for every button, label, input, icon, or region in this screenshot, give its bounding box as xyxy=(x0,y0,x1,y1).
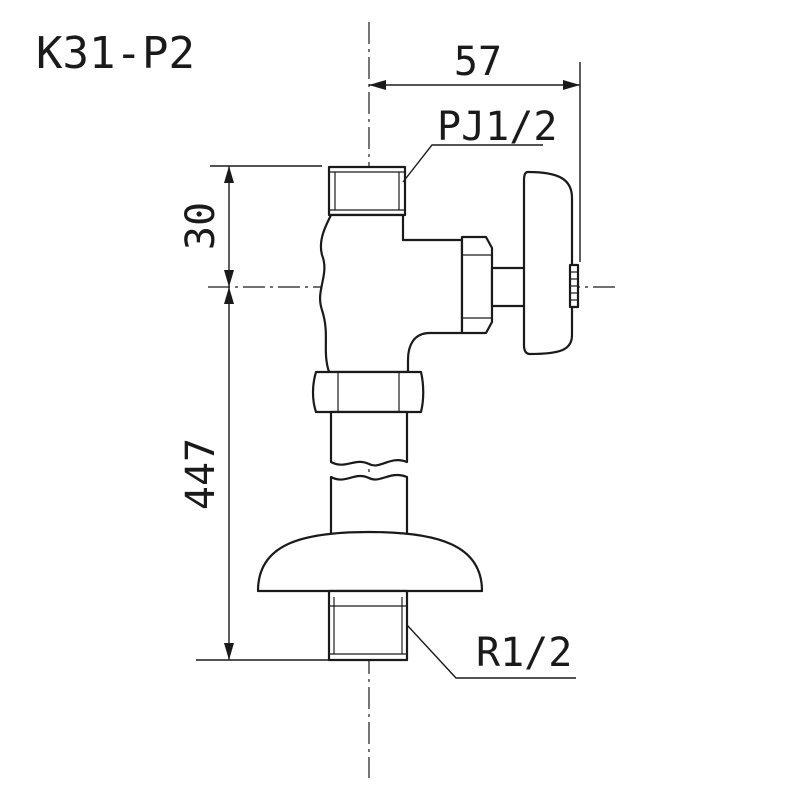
total-height-label: 447 xyxy=(178,438,224,510)
body-casting xyxy=(319,213,464,374)
dimension-upper-height: 30 xyxy=(178,165,322,287)
width-dimension-label: 57 xyxy=(454,39,502,85)
handle-assembly xyxy=(460,170,580,356)
inlet-thread-section xyxy=(327,589,409,662)
outlet-thread-section xyxy=(327,165,407,217)
stem xyxy=(490,266,530,308)
wall-flange xyxy=(256,530,484,593)
outlet-thread-label: PJ1/2 xyxy=(437,104,557,150)
hex-nut xyxy=(311,370,425,414)
callout-outlet: PJ1/2 xyxy=(402,104,557,183)
pipe-lower-segment xyxy=(329,473,409,550)
bonnet-nut xyxy=(460,235,494,335)
valve-body xyxy=(311,165,464,414)
dimension-total-height: 447 xyxy=(178,287,329,661)
dimension-width: 57 xyxy=(369,39,581,262)
handle-knob xyxy=(522,170,574,356)
model-title: K31-P2 xyxy=(36,28,195,79)
callout-inlet: R1/2 xyxy=(406,624,576,679)
pipe-upper-segment xyxy=(329,410,409,467)
inlet-thread-label: R1/2 xyxy=(476,630,572,676)
upper-height-label: 30 xyxy=(178,202,224,250)
inlet-pipe xyxy=(329,410,409,550)
